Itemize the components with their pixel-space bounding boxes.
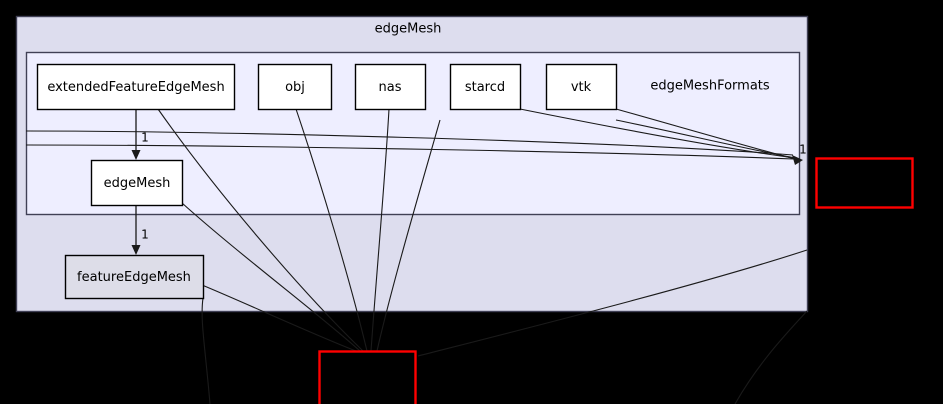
node-right-red-truncated[interactable] [815, 157, 914, 209]
node-bottom-red-truncated[interactable] [318, 350, 417, 404]
cluster-edgeMesh-label: edgeMesh [375, 22, 442, 37]
cluster-edgeMeshFormats-label: edgeMeshFormats [650, 79, 770, 94]
node-right-red-truncated-box[interactable] [815, 157, 914, 209]
node-starcd-box[interactable] [449, 63, 522, 111]
node-featureEdgeMesh-box[interactable] [64, 254, 205, 300]
node-starcd-label: starcd [465, 80, 505, 95]
node-vtk-box[interactable] [545, 63, 618, 111]
edge-label-extendedFeatureEdgeMesh-to-edgeMesh: 1 [141, 131, 149, 145]
node-extendedFeatureEdgeMesh-box[interactable] [36, 63, 236, 111]
node-vtk[interactable]: vtk [545, 63, 618, 111]
edge-extendedFeatureEdgeMesh-to-edgeMesh [131, 109, 141, 160]
node-featureEdgeMesh[interactable]: featureEdgeMesh [64, 254, 205, 300]
node-edgeMesh[interactable]: edgeMesh [90, 159, 184, 207]
edge-fan-to-right-node [25, 108, 803, 165]
node-nas-label: nas [379, 80, 402, 95]
node-starcd[interactable]: starcd [449, 63, 522, 111]
node-obj[interactable]: obj [257, 63, 333, 111]
node-obj-box[interactable] [257, 63, 333, 111]
node-bottom-red-truncated-box[interactable] [318, 350, 417, 404]
node-vtk-label: vtk [571, 80, 592, 95]
node-obj-label: obj [285, 80, 305, 95]
node-extendedFeatureEdgeMesh[interactable]: extendedFeatureEdgeMesh [36, 63, 236, 111]
node-nas-box[interactable] [354, 63, 427, 111]
edge-label-edgeMesh-to-featureEdgeMesh: 1 [141, 228, 149, 242]
edge-edgeMesh-to-featureEdgeMesh [131, 205, 141, 255]
node-nas[interactable]: nas [354, 63, 427, 111]
node-edgeMesh-label: edgeMesh [104, 176, 171, 191]
node-extendedFeatureEdgeMesh-label: extendedFeatureEdgeMesh [47, 80, 224, 95]
node-edgeMesh-box[interactable] [90, 159, 184, 207]
node-featureEdgeMesh-label: featureEdgeMesh [77, 270, 191, 285]
edge-label-formats-to-right-node: 1 [799, 143, 807, 157]
